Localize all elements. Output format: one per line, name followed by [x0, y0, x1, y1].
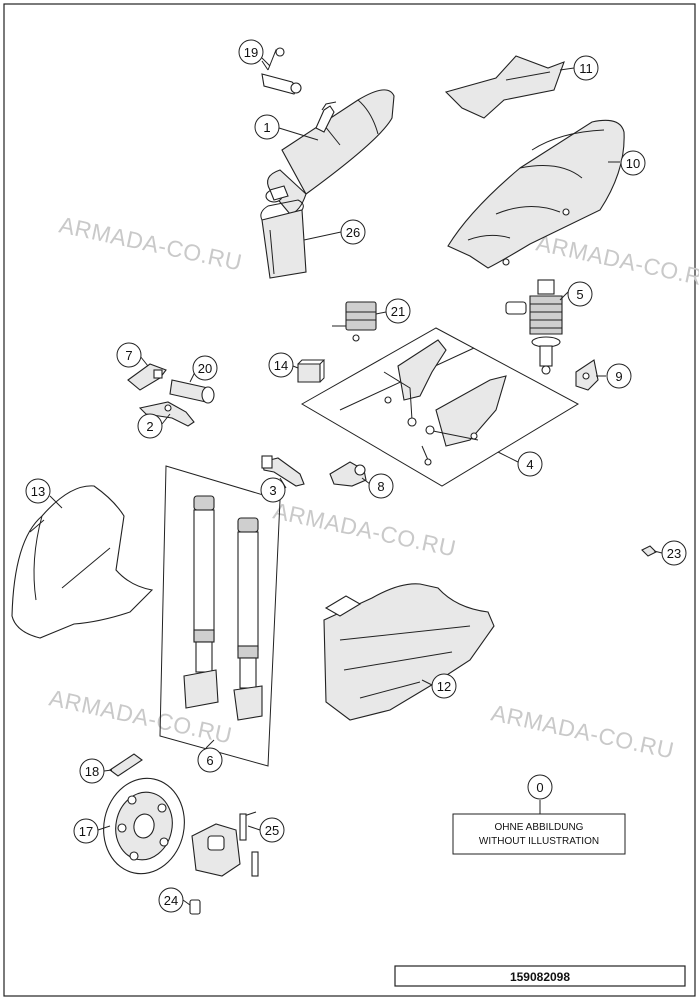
callout-20: 20 [192, 355, 218, 381]
part-12-drawing [323, 583, 495, 721]
svg-text:9: 9 [615, 369, 622, 384]
svg-text:11: 11 [579, 61, 593, 76]
callout-17: 17 [73, 818, 99, 844]
svg-text:17: 17 [79, 824, 93, 839]
callout-10: 10 [620, 150, 646, 176]
svg-text:7: 7 [125, 348, 132, 363]
part-9-drawing [575, 359, 599, 391]
callout-13: 13 [25, 478, 51, 504]
page-border [3, 3, 696, 997]
callout-23: 23 [661, 540, 687, 566]
part-6-drawing [159, 465, 281, 767]
callout-11: 11 [573, 55, 599, 81]
svg-text:19: 19 [244, 45, 258, 60]
watermark-2: ARMADA-CO.RU [534, 229, 699, 293]
callout-21: 21 [385, 298, 411, 324]
watermark-5: ARMADA-CO.RU [489, 699, 677, 763]
svg-text:20: 20 [198, 361, 212, 376]
callout-7: 7 [116, 342, 142, 368]
svg-text:12: 12 [437, 679, 451, 694]
part-19-drawing [261, 47, 302, 95]
svg-text:5: 5 [576, 287, 583, 302]
part-number-box: 159082098 [394, 965, 686, 987]
part-14-drawing [297, 359, 326, 383]
watermark-3: ARMADA-CO.RU [271, 497, 459, 561]
no-illustration-line2: WITHOUT ILLUSTRATION [479, 836, 599, 847]
callout-9: 9 [606, 363, 632, 389]
leader-lines [49, 60, 663, 906]
part-7-drawing [127, 363, 167, 391]
svg-text:6: 6 [206, 753, 213, 768]
callout-2: 2 [137, 413, 163, 439]
callout-1: 1 [254, 114, 280, 140]
part-11-drawing [444, 55, 565, 119]
callout-26: 26 [340, 219, 366, 245]
part-20-drawing [169, 379, 215, 404]
svg-text:13: 13 [31, 484, 45, 499]
part-13-drawing [11, 485, 154, 639]
callout-25: 25 [259, 817, 285, 843]
part-18-drawing [109, 753, 143, 777]
svg-text:21: 21 [391, 304, 405, 319]
callouts: 0 1 2 3 4 5 6 7 8 9 10 11 12 13 14 17 18… [25, 39, 687, 913]
svg-text:14: 14 [274, 358, 288, 373]
svg-text:23: 23 [667, 546, 681, 561]
part-8-drawing [329, 461, 367, 487]
part-17-drawing [103, 777, 185, 875]
callout-8: 8 [368, 473, 394, 499]
svg-text:24: 24 [164, 893, 178, 908]
part-5-drawing [505, 279, 563, 375]
no-illustration-box: OHNE ABBILDUNG WITHOUT ILLUSTRATION [452, 813, 626, 855]
svg-text:0: 0 [536, 780, 543, 795]
part-3-drawing [261, 455, 305, 487]
svg-text:3: 3 [269, 483, 276, 498]
callout-0: 0 [527, 774, 553, 800]
svg-text:10: 10 [626, 156, 640, 171]
callout-3: 3 [260, 477, 286, 503]
svg-text:18: 18 [85, 764, 99, 779]
part-26-drawing [260, 185, 307, 279]
part-4-drawing [300, 327, 580, 487]
svg-text:2: 2 [146, 419, 153, 434]
callout-18: 18 [79, 758, 105, 784]
part-23-drawing [641, 545, 657, 557]
svg-text:1: 1 [263, 120, 270, 135]
callout-24: 24 [158, 887, 184, 913]
svg-text:25: 25 [265, 823, 279, 838]
svg-text:26: 26 [346, 225, 360, 240]
part-number: 159082098 [510, 970, 570, 984]
callout-5: 5 [567, 281, 593, 307]
callout-12: 12 [431, 673, 457, 699]
callout-6: 6 [197, 747, 223, 773]
part-21-drawing [332, 301, 377, 342]
part-10-drawing [447, 119, 625, 269]
caliper-drawing [189, 811, 259, 915]
watermark-1: ARMADA-CO.RU [57, 211, 245, 275]
svg-text:8: 8 [377, 479, 384, 494]
callout-4: 4 [517, 451, 543, 477]
callout-14: 14 [268, 352, 294, 378]
no-illustration-line1: OHNE ABBILDUNG [495, 822, 584, 833]
svg-text:4: 4 [526, 457, 533, 472]
callout-19: 19 [238, 39, 264, 65]
